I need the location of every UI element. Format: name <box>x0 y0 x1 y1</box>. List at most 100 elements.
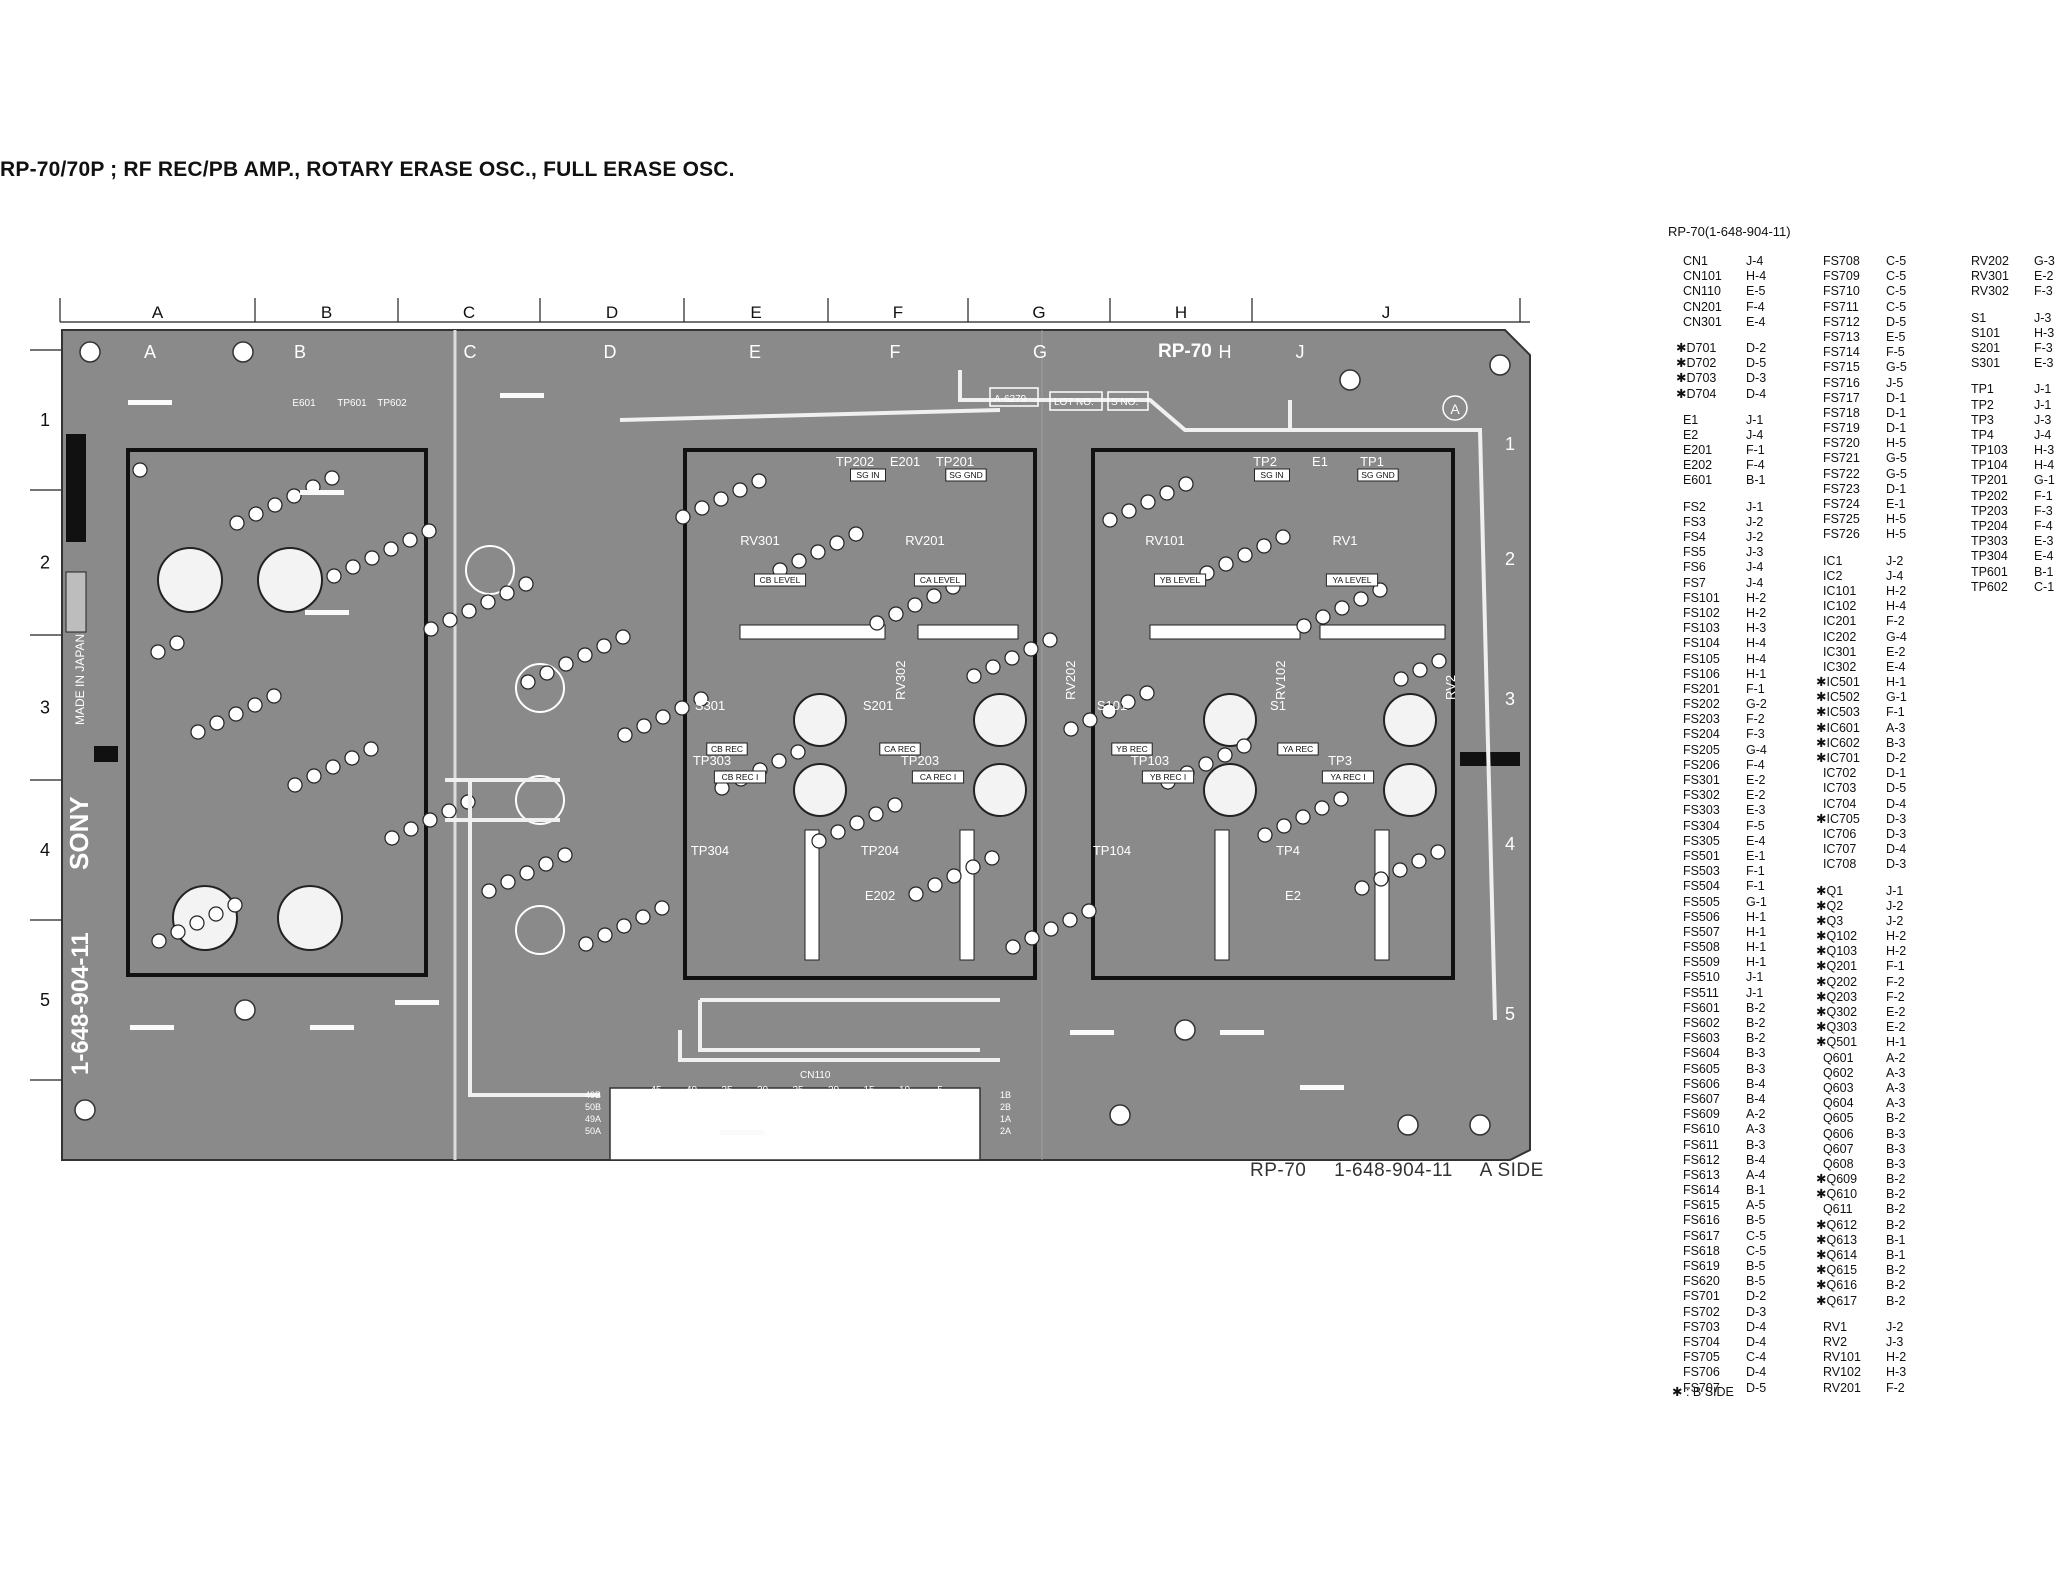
small-label-sg-in-1: SG IN <box>856 470 879 480</box>
legend-location: D-5 <box>1746 356 1767 371</box>
legend-ref: S101 <box>1964 325 2001 340</box>
legend-location: D-4 <box>1886 796 1907 811</box>
legend-location: H-1 <box>1886 675 1907 690</box>
connector-left-pin: 49B <box>585 1090 601 1100</box>
silkscreen-bar <box>300 490 344 495</box>
legend-ref: RV102 <box>1816 1365 1861 1380</box>
page-title: RP-70/70P ; RF REC/PB AMP., ROTARY ERASE… <box>0 158 735 181</box>
legend-location: E-2 <box>1746 788 1766 803</box>
ref-label-tp201: TP201 <box>936 454 974 469</box>
coil <box>515 663 565 713</box>
small-label-box <box>1325 573 1379 587</box>
label-group: RV102 <box>1273 660 1288 700</box>
legend-location: B-2 <box>1886 1217 1906 1232</box>
legend-ref: CN301 <box>1676 314 1722 329</box>
legend-location: H-2 <box>1886 583 1907 598</box>
legend-ref: FS725 <box>1816 512 1860 527</box>
legend-ref: FS501 <box>1676 848 1720 863</box>
legend-location: F-2 <box>1886 1380 1905 1395</box>
legend-location: C-5 <box>1886 284 1907 299</box>
ic-strip <box>917 624 1019 640</box>
component-pad <box>1004 650 1020 666</box>
inner-row-label: 4 <box>1505 834 1515 854</box>
legend-ref: IC702 <box>1816 766 1857 781</box>
legend-ref: ✱Q303 <box>1816 1020 1858 1035</box>
legend-location: F-1 <box>1746 443 1765 458</box>
legend-location: H-3 <box>1886 1365 1907 1380</box>
ic-strip-vertical <box>804 829 820 961</box>
ref-label-rv202: RV202 <box>1063 660 1078 700</box>
ref-label-tp2: TP2 <box>1253 454 1277 469</box>
ref-label-s101: S101 <box>1097 698 1127 713</box>
row-label: 5 <box>40 990 50 1010</box>
component-pad <box>1218 556 1234 572</box>
legend-location: A-3 <box>1886 720 1906 735</box>
vertical-marking: 1-648-904-11 <box>67 932 94 1075</box>
small-label-box <box>879 742 921 756</box>
legend-ref: Q603 <box>1816 1080 1854 1095</box>
ref-label-tp203: TP203 <box>901 753 939 768</box>
small-label-cb-level: CB LEVEL <box>760 575 801 585</box>
head-transformer <box>1383 763 1437 817</box>
small-label-box <box>1277 742 1319 756</box>
legend-location: J-3 <box>2034 310 2052 325</box>
legend-ref: FS613 <box>1676 1167 1720 1182</box>
legend-location: H-3 <box>1746 621 1767 636</box>
component-pad <box>481 883 497 899</box>
legend-ref: FS716 <box>1816 375 1860 390</box>
column-label: G <box>1032 303 1045 322</box>
legend-ref: ✱Q615 <box>1816 1263 1858 1278</box>
connector-pin-label: 25 <box>792 1085 804 1096</box>
small-label-ya-rec: YA REC <box>1283 744 1314 754</box>
legend-location: A-3 <box>1746 1122 1766 1137</box>
legend-location: B-2 <box>1886 1111 1906 1126</box>
small-label-box <box>1254 468 1290 482</box>
legend-ref: TP2 <box>1964 397 1994 412</box>
legend-ref: ✱IC602 <box>1816 735 1860 750</box>
component-pad <box>266 688 282 704</box>
legend-location: D-3 <box>1886 826 1907 841</box>
legend-ref: FS717 <box>1816 390 1860 405</box>
component-pad <box>1353 591 1369 607</box>
ic-strip-vertical <box>1214 829 1230 961</box>
legend-location: F-5 <box>1886 345 1905 360</box>
component-pad <box>616 918 632 934</box>
component-pad <box>403 821 419 837</box>
legend-ref: TP601 <box>1964 564 2008 579</box>
component-pad <box>849 815 865 831</box>
legend-ref: E2 <box>1676 427 1699 442</box>
inner-column-label: G <box>1033 342 1047 362</box>
column-label: C <box>463 303 475 322</box>
legend-ref: FS206 <box>1676 757 1720 772</box>
legend-location: H-1 <box>1746 666 1767 681</box>
legend-ref: IC101 <box>1816 583 1857 598</box>
legend-ref: TP4 <box>1964 427 1994 442</box>
component-pad <box>1333 791 1349 807</box>
